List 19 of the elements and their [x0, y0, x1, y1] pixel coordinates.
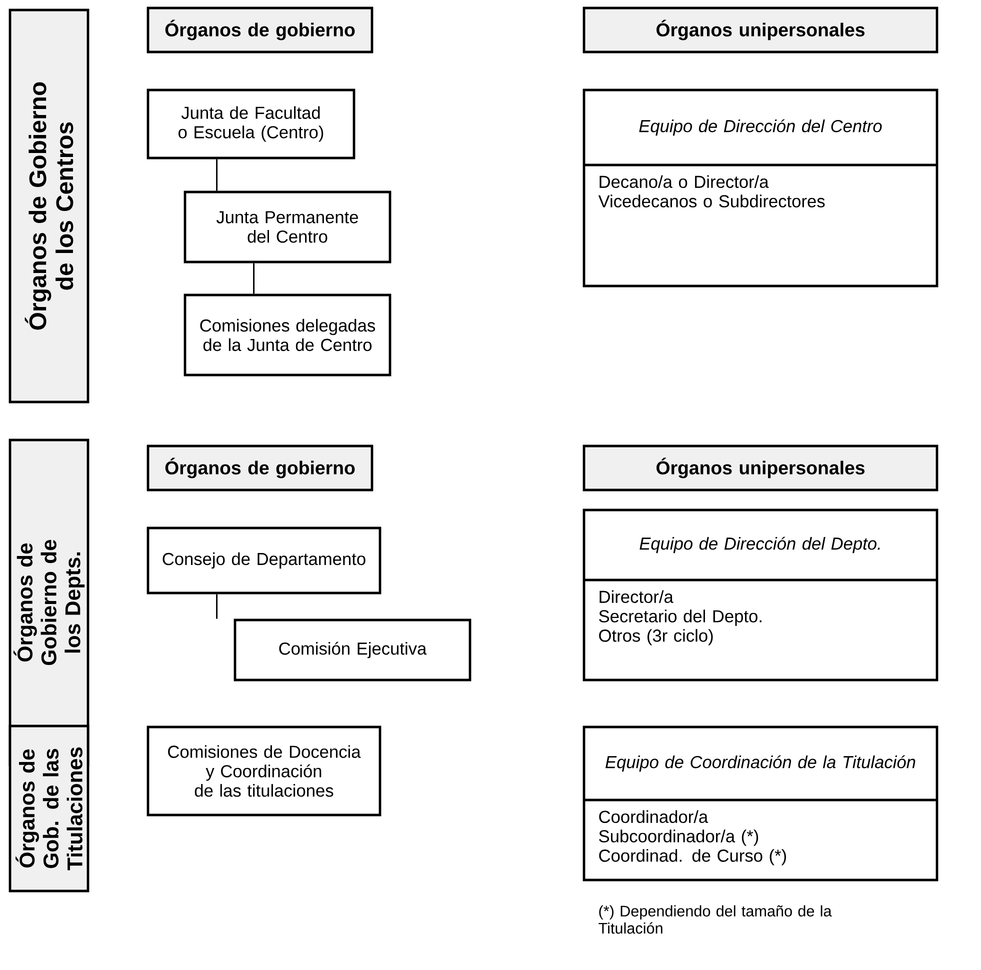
- connector-line: [253, 263, 255, 294]
- column-header: Órganos de gobierno: [146, 444, 374, 492]
- connector-line: [216, 594, 218, 619]
- body-box: Comisiones delegadas de la Junta de Centro: [184, 294, 392, 376]
- column-header: Órganos de gobierno: [146, 6, 374, 54]
- body-box: Comisión Ejecutiva: [234, 618, 472, 682]
- column-header: Órganos unipersonales: [582, 444, 938, 492]
- body-box: Junta de Facultad o Escuela (Centro): [146, 88, 356, 160]
- footnote: (*) Dependiendo del tamaño de la Titulación: [598, 905, 832, 934]
- team-box: Equipo de Coordinación de la Titulación Coordinador/a Subcoordinador/a (*) Coordinad. de Curso (*): [582, 726, 938, 882]
- team-box: Equipo de Dirección del Centro Decano/a o Director/a Vicedecanos o Subdirectores: [582, 88, 938, 288]
- section-band: Órganos de Gobierno de los Centros: [8, 8, 90, 404]
- body-box: Comisiones de Docencia y Coordinación de las titulaciones: [146, 726, 382, 816]
- connector-line: [216, 159, 218, 191]
- section-band: Órganos de Gob. de las Titulaciones: [8, 724, 90, 892]
- team-box: Equipo de Dirección del Depto. Director/a Secretario del Depto. Otros (3r ciclo): [582, 508, 938, 682]
- body-box: Junta Permanente del Centro: [184, 190, 392, 264]
- body-box: Consejo de Departamento: [146, 526, 382, 594]
- column-header: Órganos unipersonales: [582, 6, 938, 54]
